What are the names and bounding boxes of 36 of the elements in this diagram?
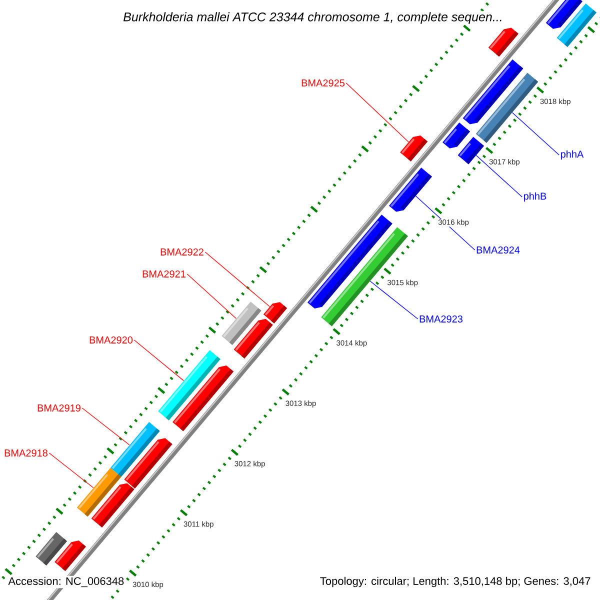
leader-line [476,155,522,198]
gene-bar [476,72,538,143]
info-text: Topology: circular; Length: 3,510,148 bp; Genes: 3,047 [318,576,592,588]
leader-line [370,280,418,320]
gene-label: BMA2918 [4,449,48,457]
leader-line [82,408,130,446]
gene-bar [442,122,470,148]
gene-bar [488,28,518,57]
gene-bar [54,540,86,572]
leader-line [204,252,270,307]
leader-line [134,340,184,382]
gene-label: BMA2925 [302,79,345,87]
info-text: Accession: NC_006348 [7,576,126,588]
gene-bar [556,4,596,47]
leader-line [186,274,236,319]
gene-bar [321,227,408,326]
gene-bar [400,135,428,162]
gene-bar [124,438,172,488]
gene-bar [91,483,134,528]
gene-bar [263,302,288,324]
title: Burkholderia mallei ATCC 23344 chromosome 1, complete sequen... [122,11,504,25]
leader-line [512,112,560,156]
gene-bar [389,168,432,212]
gene-bar [458,136,484,164]
gene-label: BMA2923 [420,315,463,323]
gene-label: BMA2919 [38,404,80,412]
leader-line [346,82,409,142]
gene-bar [234,318,273,359]
gene-label: phhA [560,150,584,160]
gene-label: BMA2922 [160,248,204,256]
gene-label: BMA2921 [142,270,186,278]
gene-bar [172,366,234,432]
gene-label: BMA2924 [476,246,520,254]
leader-line [48,452,94,488]
gene-label: BMA2920 [90,336,133,344]
gene-label: phhB [524,192,546,202]
